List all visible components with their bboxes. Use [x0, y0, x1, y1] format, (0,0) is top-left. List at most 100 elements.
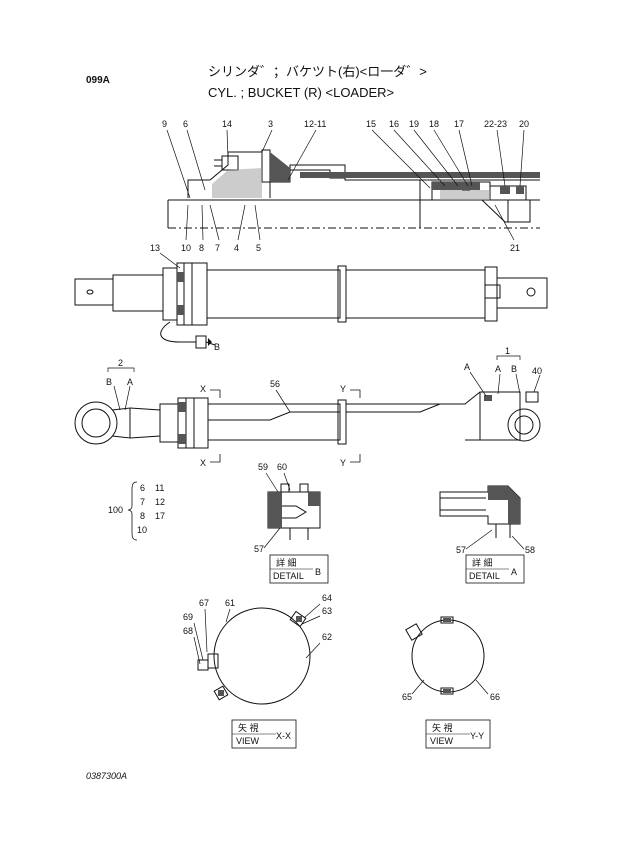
- caption-en: DETAIL: [273, 571, 304, 581]
- title-english: CYL. ; BUCKET (R) <LOADER>: [208, 85, 394, 100]
- title-japanese: シリンダ゛；バケツト(右)<ロ一ダ゛>: [208, 64, 427, 80]
- caption-jp: 詳 細: [472, 557, 493, 568]
- caption-key: B: [315, 567, 321, 577]
- part-label: 20: [519, 119, 529, 129]
- part-label: 16: [389, 119, 399, 129]
- leader-57a: [465, 529, 493, 550]
- part-label: 62: [322, 632, 332, 642]
- caption-jp: 詳 細: [276, 557, 297, 568]
- kit-item: 11: [155, 483, 164, 493]
- view-y-drawing: [405, 616, 485, 695]
- detail-a-caption: 詳 細 DETAIL A: [465, 554, 525, 584]
- group-bracket-1: [469, 355, 541, 397]
- leader-65: [411, 679, 425, 695]
- caption-key: A: [511, 567, 517, 577]
- caption-jp: 矢 視: [432, 722, 453, 733]
- outline-view-hatching: [178, 395, 492, 444]
- part-label: 57: [254, 544, 264, 554]
- view-y-caption: 矢 視 VIEW Y-Y: [425, 719, 491, 749]
- port-label-b: B: [106, 377, 112, 387]
- part-label: 12-11: [304, 119, 326, 129]
- part-label: 15: [366, 119, 376, 129]
- part-label: 19: [409, 119, 419, 129]
- port-label-a: A: [495, 364, 501, 374]
- kit-brace: [127, 481, 138, 541]
- leader-60: [283, 472, 291, 491]
- cylinder-outline-view: [74, 391, 541, 449]
- part-label: 40: [532, 366, 542, 376]
- leader-57: [263, 527, 281, 549]
- part-label: 9: [162, 119, 167, 129]
- kit-item: 6: [140, 483, 145, 493]
- cylinder-section-stipple: [212, 168, 490, 200]
- leader-58: [511, 535, 525, 550]
- leader-13: [159, 252, 181, 269]
- view-x-drawing: [197, 607, 311, 705]
- cut-y-top: Y: [340, 384, 346, 394]
- view-x-leaders: [193, 603, 321, 665]
- part-label: 3: [268, 119, 273, 129]
- part-label: 6: [183, 119, 188, 129]
- part-label: 4: [234, 243, 239, 253]
- port-label-a: A: [127, 377, 133, 387]
- part-label: 18: [429, 119, 439, 129]
- part-label: 5: [256, 243, 261, 253]
- caption-en: VIEW: [236, 736, 260, 746]
- cylinder-section-hatching: [270, 152, 540, 194]
- group-bracket-2: [107, 367, 135, 411]
- part-label: 60: [277, 462, 287, 472]
- part-label: 68: [183, 626, 193, 636]
- caption-key: Y-Y: [470, 731, 484, 741]
- part-label: 66: [490, 692, 500, 702]
- part-label: 58: [525, 545, 535, 555]
- leader-59: [265, 472, 279, 493]
- detail-b-hatching: [268, 492, 320, 528]
- part-label: 21: [510, 243, 520, 253]
- arrow-b: [208, 338, 212, 346]
- caption-en: VIEW: [430, 736, 454, 746]
- cut-x-top: X: [200, 384, 206, 394]
- part-label: 67: [199, 598, 209, 608]
- group-label-1: 1: [505, 346, 510, 356]
- part-label: 14: [222, 119, 232, 129]
- part-label: 64: [322, 593, 332, 603]
- part-label: 13: [150, 243, 160, 253]
- kit-item: 12: [155, 497, 165, 507]
- cylinder-side-view: [74, 262, 548, 349]
- part-label: 22-23: [484, 119, 507, 129]
- leader-66: [475, 679, 489, 695]
- caption-en: DETAIL: [469, 571, 500, 581]
- group-label-2: 2: [118, 358, 123, 368]
- leader-56: [275, 389, 291, 413]
- view-y-hatching: [443, 618, 451, 693]
- caption-key: X-X: [276, 731, 291, 741]
- port-label-b: B: [511, 364, 517, 374]
- view-x-hatching: [218, 616, 302, 696]
- part-label: 17: [454, 119, 464, 129]
- callout-b-marker: B: [214, 342, 220, 352]
- part-label: 7: [215, 243, 220, 253]
- part-label: 59: [258, 462, 268, 472]
- page-code: 099A: [86, 75, 110, 86]
- kit-item: 7: [140, 497, 145, 507]
- cut-x-bottom: X: [200, 458, 206, 468]
- cut-y-bottom: Y: [340, 458, 346, 468]
- part-label: 57: [456, 545, 466, 555]
- drawing-number: 0387300A: [86, 771, 127, 781]
- part-label: 8: [199, 243, 204, 253]
- section-cut-markers: [210, 389, 361, 463]
- kit-item: 8: [140, 511, 145, 521]
- section-leaders: [166, 129, 525, 241]
- view-x-caption: 矢 視 VIEW X-X: [231, 719, 297, 749]
- kit-number: 100: [108, 505, 123, 515]
- side-view-hatching: [177, 272, 184, 315]
- part-label: 63: [322, 606, 332, 616]
- part-label: 56: [270, 379, 280, 389]
- part-label: 10: [181, 243, 191, 253]
- part-label: 61: [225, 598, 235, 608]
- part-label: 65: [402, 692, 412, 702]
- kit-item: 10: [137, 525, 147, 535]
- detail-a-hatching: [488, 486, 520, 524]
- kit-item: 17: [155, 511, 165, 521]
